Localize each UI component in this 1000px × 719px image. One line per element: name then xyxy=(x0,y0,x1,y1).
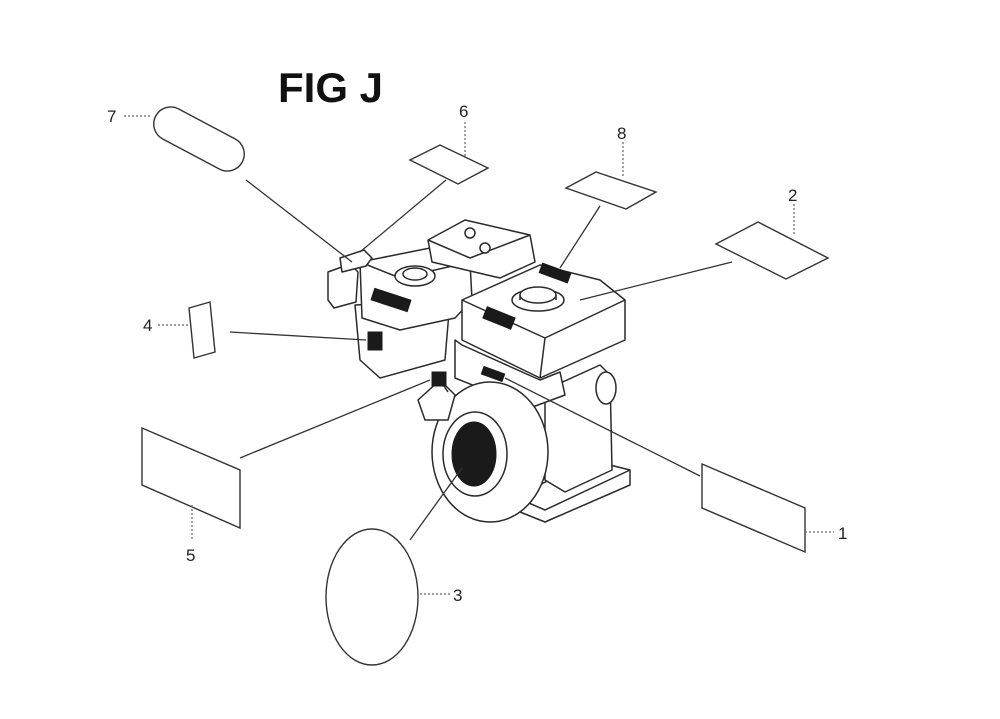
callout-number-8: 8 xyxy=(617,124,626,143)
leader-lines xyxy=(229,179,733,541)
callout-ticks xyxy=(124,115,834,595)
callout-number-1: 1 xyxy=(838,524,847,543)
callout-number-6: 6 xyxy=(459,102,468,121)
decal-4 xyxy=(188,301,216,359)
callout-number-2: 2 xyxy=(788,186,797,205)
decal-7 xyxy=(153,106,245,172)
engine-illustration xyxy=(327,219,631,523)
decal-1 xyxy=(701,462,806,554)
decal-2 xyxy=(714,221,830,280)
callout-number-4: 4 xyxy=(143,316,152,335)
callout-number-3: 3 xyxy=(453,586,462,605)
decal-8 xyxy=(564,171,658,210)
callout-number-5: 5 xyxy=(186,546,195,565)
figure-title: FIG J xyxy=(278,64,383,111)
decal-3 xyxy=(325,528,419,666)
decal-5 xyxy=(141,426,241,530)
decal-6 xyxy=(408,144,490,185)
callout-number-7: 7 xyxy=(107,107,116,126)
